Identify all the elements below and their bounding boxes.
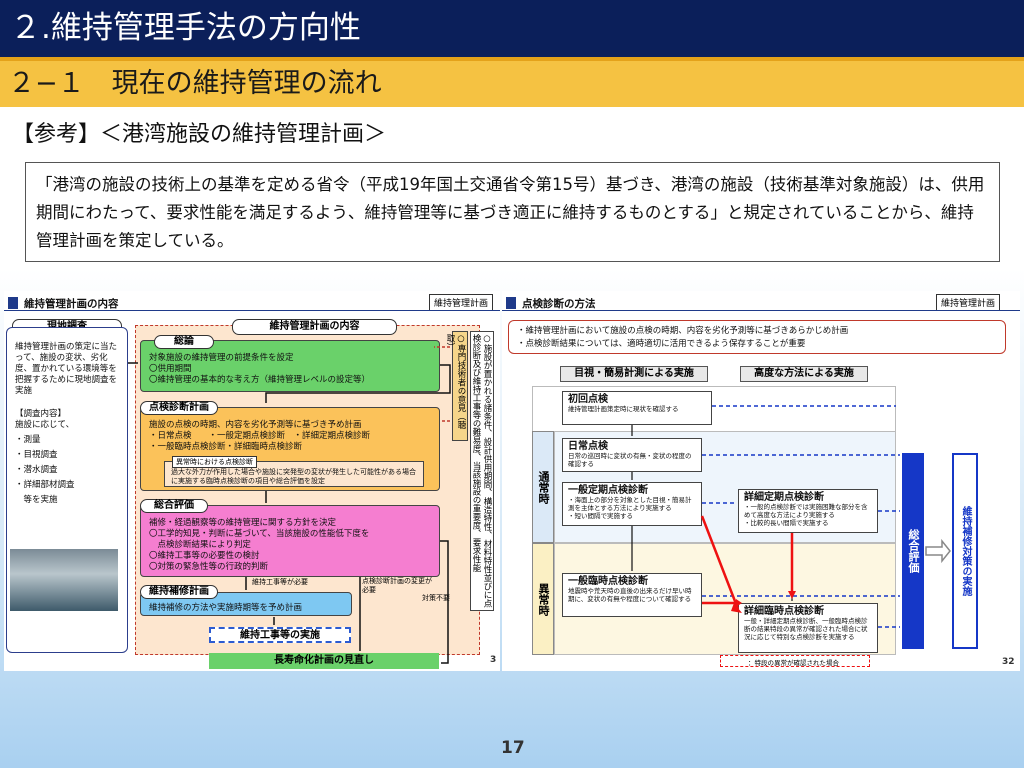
evaluation-box: 補修・経過観察等の維持管理に関する方針を決定 〇工学的知見・判断に基づいて、当該… (140, 505, 440, 577)
page-number: 17 (501, 738, 525, 758)
initial-title: 初回点検 (568, 394, 608, 405)
note-no-action: 対策不要 (422, 594, 450, 602)
slide-title: ２.維持管理手法の方向性 (0, 0, 1024, 57)
survey-item: ・測量 (15, 435, 41, 445)
left-figure-page: 3 (490, 655, 497, 665)
section-subtitle: ２−１ 現在の維持管理の流れ (0, 57, 1024, 107)
repair-title: 維持補修計画 (140, 585, 218, 599)
plan-title: 維持管理計画の内容 (232, 319, 397, 335)
general-temp-text: 地震時や荒天時の直後の出来るだけ早い時期に、変状の有無や程度について確認する (568, 587, 692, 603)
site-photo (10, 549, 118, 611)
left-figure-header: 維持管理計画の内容 (24, 298, 119, 310)
daily-title: 日常点検 (568, 441, 608, 452)
side-note-expert: ○専門技術者の意見（聴取） (445, 331, 468, 441)
general-temp-box: 一般臨時点検診断 地震時や荒天時の直後の出来るだけ早い時期に、変状の有無や程度に… (562, 573, 702, 617)
side-note: ○施設が置かれる諸条件、設計供用期間、構造特性、材料特性並びに点検診断及び維持工… (470, 331, 494, 611)
initial-box: 初回点検 維持管理計画策定時に現状を確認する (562, 391, 712, 425)
abnormal-text: 過大な外力が作用した場合や施設に突発型の変状が発生した可能性がある場合に実施する… (171, 468, 416, 485)
evaluation-line: 〇維持工事等の必要性の検討 (149, 551, 260, 561)
inspection-line: ・一般臨時点検診断・詳細臨時点検診断 (149, 442, 303, 452)
header-rule (4, 310, 500, 311)
survey-item: 等を実施 (15, 495, 58, 505)
general-title: 総論 (154, 335, 214, 349)
survey-item: ・潜水調査 (15, 465, 58, 475)
abnormal-box: 過大な外力が作用した場合や施設に突発型の変状が発生した可能性がある場合に実施する… (164, 461, 424, 487)
heading-marker (8, 297, 18, 309)
col-advanced: 高度な方法による実施 (740, 366, 868, 382)
inspection-line: ・日常点検 ・一般定期点検診断 ・詳細定期点検診断 (149, 431, 371, 441)
detailed-periodic-title: 詳細定期点検診断 (744, 492, 824, 503)
survey-item: ・目視調査 (15, 450, 58, 460)
note-plan-change: 点検診断計画の変更が必要 (362, 577, 432, 594)
general-periodic-box: 一般定期点検診断 ・海面上の部分を対象とした目視・簡易計測を主体とする方法により… (562, 482, 702, 526)
evaluation-line: 点検診断結果により判定 (149, 540, 251, 550)
left-figure: 維持管理計画の内容 維持管理計画 現地調査 維持管理計画の策定に当たって、施設の… (4, 291, 500, 671)
review-box: 長寿命化計画の見直し (209, 653, 439, 669)
repair-measures: 維持補修対策の実施 (952, 453, 978, 649)
quote-box: 「港湾の施設の技術上の基準を定める省令（平成19年国土交通省令第15号）基づき、… (25, 162, 1000, 262)
abnormal-title: 異常時における点検診断 (172, 456, 257, 468)
general-line: 対象施設の維持管理の前提条件を設定 (149, 353, 294, 363)
reference-heading: 【参考】＜港湾施設の維持管理計画＞ (12, 122, 387, 147)
initial-text: 維持管理計画策定時に現状を確認する (568, 405, 679, 413)
legend-box (720, 655, 870, 667)
bullet-box: ・維持管理計画において施設の点検の時期、内容を劣化予測等に基づきあらかじめ計画 … (508, 320, 1006, 354)
inspection-line: 施設の点検の時期、内容を劣化予測等に基づき予め計画 (149, 420, 362, 430)
overall-eval: 総合評価 (902, 453, 924, 649)
general-line: 〇供用期間 (149, 364, 192, 374)
general-periodic-text: ・海面上の部分を対象とした目視・簡易計測を主体とする方法により実施する ・短い間… (568, 496, 692, 520)
lane-normal: 通常時 (532, 431, 554, 543)
right-figure-page: 32 (1002, 657, 1015, 667)
repair-text: 維持補修の方法や実施時期等を予め計画 (149, 603, 303, 613)
evaluation-line: 補修・経過観察等の維持管理に関する方針を決定 (149, 518, 337, 528)
right-flow-arrows (631, 405, 951, 662)
legend-text: ：特段の異常が確認された場合 (748, 659, 839, 667)
right-figure: 点検診断の方法 維持管理計画 ・維持管理計画において施設の点検の時期、内容を劣化… (502, 291, 1020, 671)
survey-item: 施設に応じて、 (15, 420, 75, 430)
detailed-temp-title: 詳細臨時点検診断 (744, 606, 824, 617)
survey-items-title: 【調査内容】 (15, 409, 67, 419)
note-works-needed: 維持工事等が必要 (252, 578, 308, 586)
detailed-temp-box: 詳細臨時点検診断 一般・詳細定期点検診断、一般臨時点検診断の結果特段の異常が確認… (738, 603, 878, 653)
works-box: 維持工事等の実施 (209, 627, 351, 643)
inspection-title: 点検診断計画 (140, 401, 218, 415)
bullet-line: ・点検診断結果については、適時適切に活用できるよう保存することが重要 (517, 339, 806, 349)
detailed-temp-text: 一般・詳細定期点検診断、一般臨時点検診断の結果特段の異常が確認された場合に状況に… (744, 617, 868, 641)
detailed-periodic-box: 詳細定期点検診断 ・一般的点検診断では実施困難な部分を含めて高度な方法により実施… (738, 489, 878, 533)
bullet-line: ・維持管理計画において施設の点検の時期、内容を劣化予測等に基づきあらかじめ計画 (517, 326, 849, 336)
daily-text: 日常の巡回時に変状の有無・変状の程度の確認する (568, 452, 692, 468)
detailed-periodic-text: ・一般的点検診断では実施困難な部分を含めて高度な方法により実施する ・比較的長い… (744, 503, 868, 527)
general-line: 〇維持管理の基本的な考え方（維持管理レベルの設定等） (149, 375, 371, 385)
general-temp-title: 一般臨時点検診断 (568, 576, 648, 587)
evaluation-title: 総合評価 (140, 499, 208, 513)
right-figure-header: 点検診断の方法 (522, 298, 596, 310)
col-visual: 目視・簡易計測による実施 (560, 366, 708, 382)
evaluation-line: 〇工学的知見・判断に基づいて、当該施設の性能低下度を (149, 529, 370, 539)
evaluation-line: 〇対策の緊急性等の行政的判断 (149, 562, 269, 572)
survey-body: 維持管理計画の策定に当たって、施設の変状、劣化度、置かれている環境等を把握するた… (15, 342, 118, 396)
survey-item: ・詳細部材調査 (15, 480, 75, 490)
header-rule (502, 310, 1020, 311)
lane-abnormal: 異常時 (532, 543, 554, 655)
daily-box: 日常点検 日常の巡回時に変状の有無・変状の程度の確認する (562, 438, 702, 472)
left-flow-arrows (128, 346, 451, 664)
heading-marker (506, 297, 516, 309)
general-periodic-title: 一般定期点検診断 (568, 485, 648, 496)
